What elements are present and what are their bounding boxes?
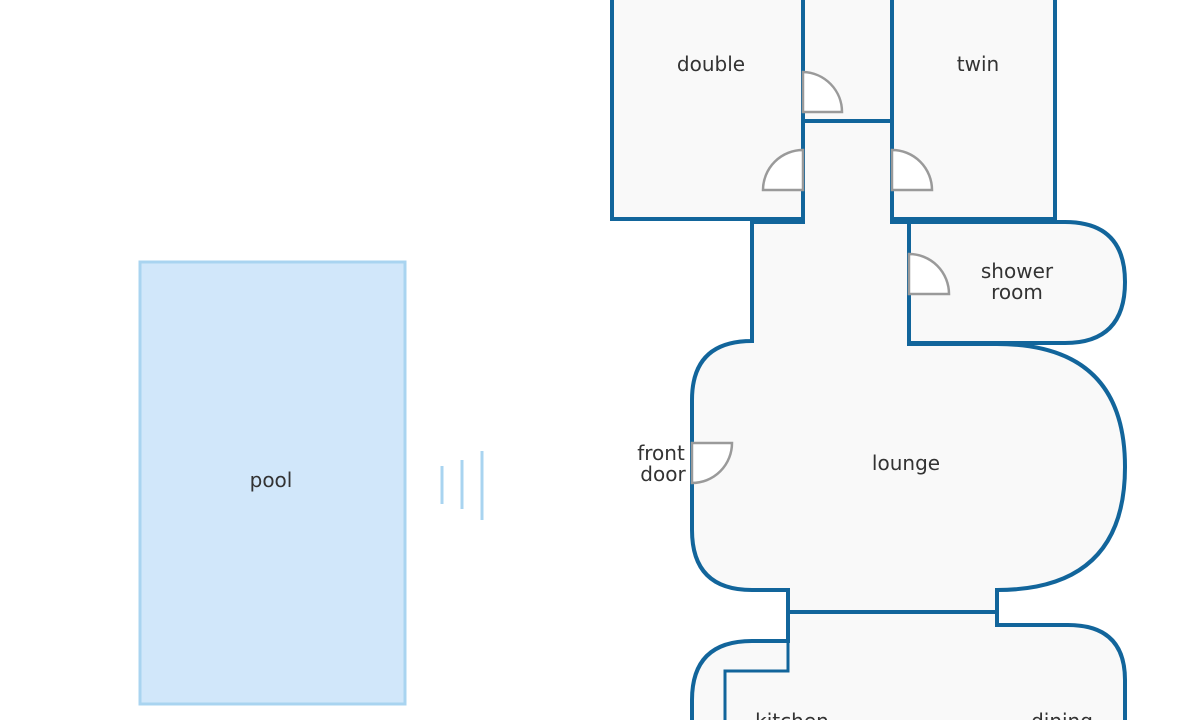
front-door-label-2: door [640,462,686,486]
twin-label: twin [957,52,999,76]
shower-label-2: room [991,280,1043,304]
door-double [761,148,805,192]
shower-room [907,220,1128,345]
kitchen-label: kitchen [755,709,829,720]
double-label: double [677,52,745,76]
front-door-label-1: front [637,441,685,465]
shower-label-1: shower [981,259,1054,283]
lounge-room [690,119,1128,614]
door-twin [890,148,934,192]
kitchen-dining-room [690,589,1127,720]
front-door [690,441,734,485]
door-corridor-top [801,70,844,114]
pool-label: pool [250,468,293,492]
door-shower [907,252,951,296]
pool [138,260,407,706]
kitchen-divider [723,641,790,720]
pool-ripples [440,451,484,520]
lounge-label: lounge [872,451,940,475]
dining-label: dining [1031,709,1093,720]
